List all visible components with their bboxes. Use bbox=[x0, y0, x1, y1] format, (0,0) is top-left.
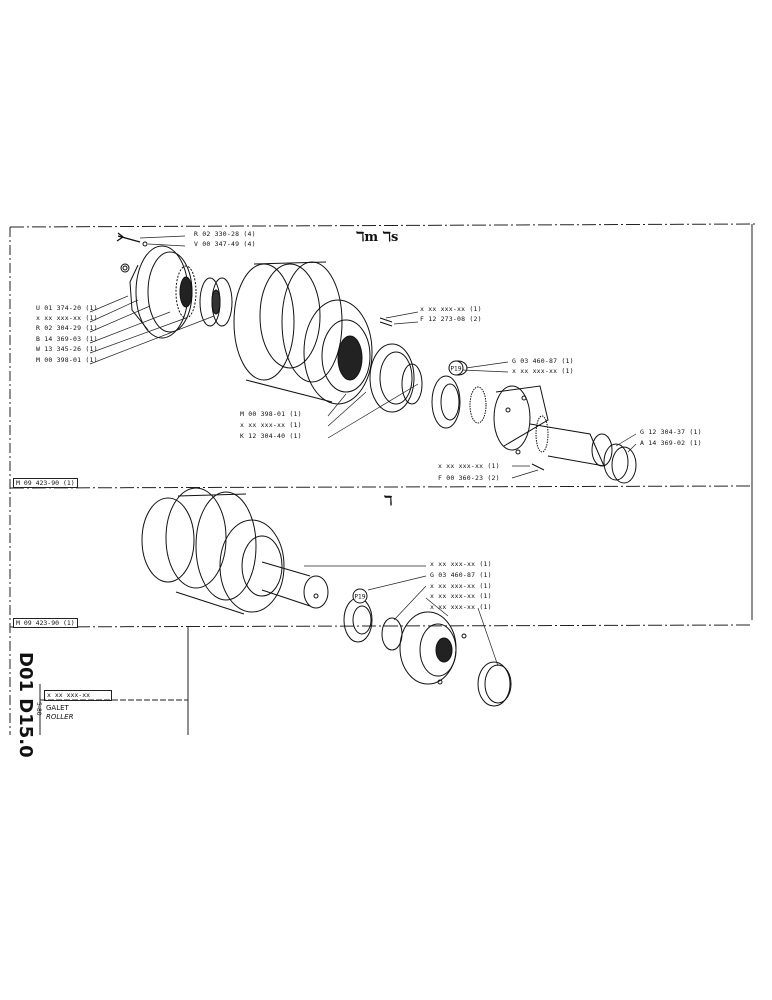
bottom-assembly bbox=[141, 487, 512, 707]
sheet-number: 5-80 bbox=[35, 702, 42, 716]
callout-b-2: G 03 460-87 (1) bbox=[430, 571, 492, 579]
callout-centre-1: G 03 460-87 (1) bbox=[512, 357, 574, 365]
part-name-en: ROLLER bbox=[46, 713, 74, 721]
variant-mark-bottom: ℸ bbox=[384, 494, 393, 509]
callout-left-5: W 13 345-26 (1) bbox=[36, 345, 98, 353]
callout-left-4: B 14 369-03 (1) bbox=[36, 335, 98, 343]
callout-top-2: V 00 347-49 (4) bbox=[194, 240, 256, 248]
callout-left-6: M 00 398-01 (1) bbox=[36, 356, 98, 364]
callout-left-2: x xx xxx-xx (1) bbox=[36, 314, 98, 322]
drawing-number: D01 D15.0 bbox=[15, 652, 36, 758]
callout-b-5: x xx xxx-xx (1) bbox=[430, 603, 492, 611]
callout-lower-3: K 12 304-40 (1) bbox=[240, 432, 302, 440]
frame-lines bbox=[9, 223, 756, 735]
top-assembly bbox=[116, 232, 637, 484]
top-leader-lines bbox=[89, 235, 637, 479]
ref-circle-bottom-label: P19 bbox=[354, 594, 365, 601]
callout-right-1: G 12 304-37 (1) bbox=[640, 428, 702, 436]
callout-b-3: x xx xxx-xx (1) bbox=[430, 582, 492, 590]
callout-mid-right-1: x xx xxx-xx (1) bbox=[420, 305, 482, 313]
part-code: x xx xxx-xx bbox=[44, 690, 112, 701]
frame-ref-bottom: M 09 423-90 (1) bbox=[13, 618, 78, 628]
callout-left-1: U 01 374-20 (1) bbox=[36, 304, 98, 312]
callout-left-3: R 02 304-29 (1) bbox=[36, 324, 98, 332]
callout-b-4: x xx xxx-xx (1) bbox=[430, 592, 492, 600]
callout-top-1: R 02 330-28 (4) bbox=[194, 230, 256, 238]
ref-circles bbox=[352, 360, 464, 604]
callout-mid-right-2: F 12 273-08 (2) bbox=[420, 315, 482, 323]
callout-b-1: x xx xxx-xx (1) bbox=[430, 560, 492, 568]
part-name-fr: GALET bbox=[46, 704, 69, 712]
callout-lower-1: M 00 398-01 (1) bbox=[240, 410, 302, 418]
callout-centre-2: x xx xxx-xx (1) bbox=[512, 367, 574, 375]
callout-lower-2: x xx xxx-xx (1) bbox=[240, 421, 302, 429]
callout-bottom-2: F 00 360-23 (2) bbox=[438, 474, 500, 482]
callout-bottom-1: x xx xxx-xx (1) bbox=[438, 462, 500, 470]
callout-right-2: A 14 369-02 (1) bbox=[640, 439, 702, 447]
frame-ref-top: M 09 423-90 (1) bbox=[13, 478, 78, 488]
variant-marks-top: ℸm ℸs bbox=[356, 230, 399, 245]
ref-circle-top-label: P19 bbox=[450, 366, 461, 373]
bottom-leader-lines bbox=[304, 565, 499, 667]
